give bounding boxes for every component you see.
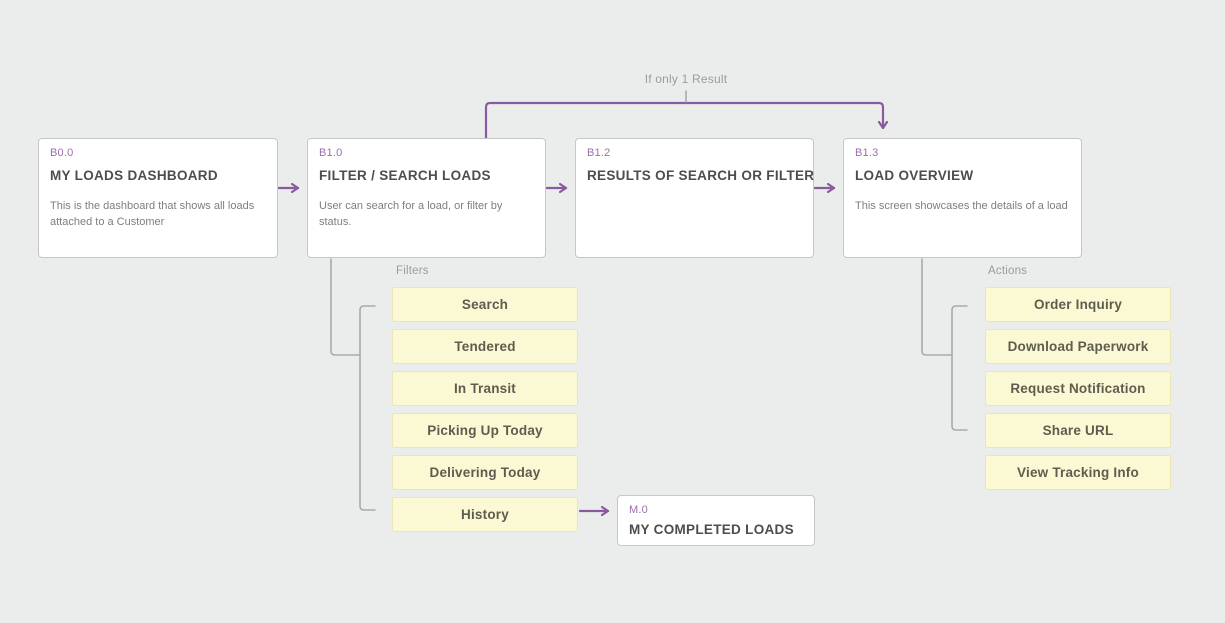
node-id: B0.0 <box>50 147 74 159</box>
node-filter-search-loads[interactable]: B1.0 FILTER / SEARCH LOADS User can sear… <box>307 138 546 258</box>
filter-item-picking-up-today[interactable]: Picking Up Today <box>392 413 578 448</box>
node-title: FILTER / SEARCH LOADS <box>319 168 491 183</box>
node-title: LOAD OVERVIEW <box>855 168 974 183</box>
node-id: M.0 <box>629 504 648 516</box>
filters-column: Search Tendered In Transit Picking Up To… <box>392 287 578 539</box>
filter-item-in-transit[interactable]: In Transit <box>392 371 578 406</box>
node-id: B1.3 <box>855 147 879 159</box>
action-item-download-paperwork[interactable]: Download Paperwork <box>985 329 1171 364</box>
node-my-loads-dashboard[interactable]: B0.0 MY LOADS DASHBOARD This is the dash… <box>38 138 278 258</box>
node-results-of-search-or-filter[interactable]: B1.2 RESULTS OF SEARCH OR FILTER <box>575 138 814 258</box>
action-item-share-url[interactable]: Share URL <box>985 413 1171 448</box>
node-description: User can search for a load, or filter by… <box>319 200 503 228</box>
action-item-order-inquiry[interactable]: Order Inquiry <box>985 287 1171 322</box>
connector-b10-to-filters <box>330 258 361 356</box>
annotation-if-only-one-result: If only 1 Result <box>644 72 728 86</box>
action-item-view-tracking-info[interactable]: View Tracking Info <box>985 455 1171 490</box>
node-title: MY LOADS DASHBOARD <box>50 168 218 183</box>
filters-group-label: Filters <box>396 265 429 277</box>
connector-b13-to-actions <box>921 258 953 356</box>
filter-item-search[interactable]: Search <box>392 287 578 322</box>
node-description: This screen showcases the details of a l… <box>855 200 1068 212</box>
filter-item-history[interactable]: History <box>392 497 578 532</box>
actions-column: Order Inquiry Download Paperwork Request… <box>985 287 1171 497</box>
arrow-b10-to-b13-bypass <box>484 101 883 140</box>
node-title: RESULTS OF SEARCH OR FILTER <box>587 168 815 183</box>
filter-item-delivering-today[interactable]: Delivering Today <box>392 455 578 490</box>
node-id: B1.0 <box>319 147 343 159</box>
actions-bracket <box>951 305 968 431</box>
actions-group-label: Actions <box>988 265 1028 277</box>
node-load-overview[interactable]: B1.3 LOAD OVERVIEW This screen showcases… <box>843 138 1082 258</box>
action-item-request-notification[interactable]: Request Notification <box>985 371 1171 406</box>
node-description: This is the dashboard that shows all loa… <box>50 200 255 228</box>
node-my-completed-loads[interactable]: M.0 MY COMPLETED LOADS <box>617 495 815 546</box>
node-title: MY COMPLETED LOADS <box>629 522 794 537</box>
filter-item-tendered[interactable]: Tendered <box>392 329 578 364</box>
node-id: B1.2 <box>587 147 611 159</box>
filters-bracket <box>359 305 376 511</box>
